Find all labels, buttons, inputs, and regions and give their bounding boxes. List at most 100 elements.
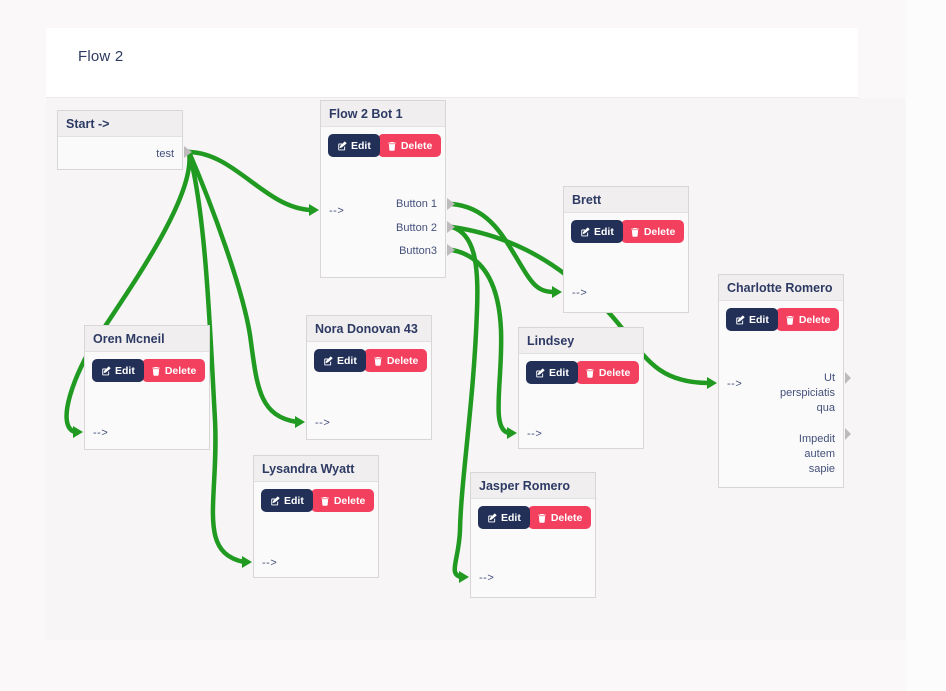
node-title[interactable]: Lysandra Wyatt <box>254 456 378 482</box>
output-port-ut-perspiciatis[interactable]: Ut perspiciatis qua <box>779 372 835 414</box>
edit-button-label: Edit <box>549 366 569 379</box>
delete-button-label: Delete <box>386 354 419 367</box>
node-oren-mcneil[interactable]: Oren Mcneil Edit Delete --> <box>84 325 210 450</box>
edit-button[interactable]: Edit <box>261 489 313 512</box>
input-port[interactable]: --> <box>479 572 495 584</box>
page-gutter <box>906 0 946 691</box>
input-port[interactable]: --> <box>572 287 588 299</box>
delete-button-label: Delete <box>333 494 366 507</box>
page-title: Flow 2 <box>78 48 124 65</box>
delete-button[interactable]: Delete <box>575 361 640 384</box>
output-port-icon[interactable] <box>184 146 192 158</box>
arrowhead-icon <box>73 426 83 438</box>
delete-button[interactable]: Delete <box>620 220 685 243</box>
delete-button-label: Delete <box>798 313 831 326</box>
node-lysandra-wyatt[interactable]: Lysandra Wyatt Edit Delete --> <box>253 455 379 578</box>
edit-button-label: Edit <box>594 225 614 238</box>
arrowhead-icon <box>552 286 562 298</box>
node-charlotte-romero[interactable]: Charlotte Romero Edit Delete --> Ut pers… <box>718 274 844 488</box>
edit-button[interactable]: Edit <box>526 361 578 384</box>
trash-icon <box>152 366 160 376</box>
node-brett[interactable]: Brett Edit Delete --> <box>563 186 689 313</box>
edit-button-label: Edit <box>284 494 304 507</box>
output-port-button-3[interactable]: Button3 <box>399 245 437 257</box>
output-port-button-2[interactable]: Button 2 <box>396 222 437 234</box>
edge-start-to-nora[interactable] <box>186 149 300 425</box>
arrowhead-icon <box>295 416 305 428</box>
edit-button-label: Edit <box>351 139 371 152</box>
node-title[interactable]: Jasper Romero <box>471 473 595 499</box>
input-port[interactable]: --> <box>329 205 345 217</box>
delete-button-label: Delete <box>164 364 197 377</box>
delete-button[interactable]: Delete <box>363 349 428 372</box>
delete-button[interactable]: Delete <box>377 134 442 157</box>
trash-icon <box>388 141 396 151</box>
pencil-icon <box>102 366 111 375</box>
pencil-icon <box>536 368 545 377</box>
trash-icon <box>631 227 639 237</box>
node-flow-2-bot-1[interactable]: Flow 2 Bot 1 Edit Delete --> Button 1 Bu… <box>320 100 446 278</box>
input-port[interactable]: --> <box>315 417 331 429</box>
node-title[interactable]: Flow 2 Bot 1 <box>321 101 445 127</box>
pencil-icon <box>338 141 347 150</box>
output-port-icon[interactable] <box>845 372 851 384</box>
edit-button[interactable]: Edit <box>92 359 144 382</box>
pencil-icon <box>324 356 333 365</box>
edit-button-label: Edit <box>501 511 521 524</box>
node-title[interactable]: Lindsey <box>519 328 643 354</box>
delete-button[interactable]: Delete <box>310 489 375 512</box>
node-title[interactable]: Start -> <box>58 111 182 137</box>
edit-button-label: Edit <box>337 354 357 367</box>
input-port[interactable]: --> <box>262 557 278 569</box>
node-start[interactable]: Start -> test <box>57 110 183 170</box>
arrowhead-icon <box>707 377 717 389</box>
arrowhead-icon <box>309 204 319 216</box>
trash-icon <box>374 356 382 366</box>
arrowhead-icon <box>459 571 469 583</box>
edit-button-label: Edit <box>749 313 769 326</box>
pencil-icon <box>736 315 745 324</box>
arrowhead-icon <box>242 556 252 568</box>
node-jasper-romero[interactable]: Jasper Romero Edit Delete --> <box>470 472 596 598</box>
node-title[interactable]: Brett <box>564 187 688 213</box>
edge-start-to-bot[interactable] <box>186 149 314 213</box>
edge-start-to-lysandra[interactable] <box>186 149 247 565</box>
delete-button[interactable]: Delete <box>775 308 840 331</box>
output-port-icon[interactable] <box>845 428 851 440</box>
pencil-icon <box>271 496 280 505</box>
node-nora-donovan-43[interactable]: Nora Donovan 43 Edit Delete --> <box>306 315 432 440</box>
trash-icon <box>538 513 546 523</box>
node-title[interactable]: Oren Mcneil <box>85 326 209 352</box>
output-port-impedit-autem[interactable]: Impedit autem sapie <box>798 433 835 475</box>
node-lindsey[interactable]: Lindsey Edit Delete --> <box>518 327 644 449</box>
edit-button[interactable]: Edit <box>571 220 623 243</box>
output-port-test[interactable]: test <box>156 148 174 160</box>
input-port[interactable]: --> <box>527 428 543 440</box>
delete-button-label: Delete <box>550 511 583 524</box>
edit-button-label: Edit <box>115 364 135 377</box>
edge-button3-to-lindsey[interactable] <box>449 247 512 436</box>
edit-button[interactable]: Edit <box>478 506 530 529</box>
pencil-icon <box>581 227 590 236</box>
delete-button-label: Delete <box>598 366 631 379</box>
trash-icon <box>786 315 794 325</box>
delete-button[interactable]: Delete <box>141 359 206 382</box>
edit-button[interactable]: Edit <box>328 134 380 157</box>
delete-button[interactable]: Delete <box>527 506 592 529</box>
input-port[interactable]: --> <box>727 378 743 390</box>
output-port-button-1[interactable]: Button 1 <box>396 198 437 210</box>
input-port[interactable]: --> <box>93 427 109 439</box>
output-port-icon[interactable] <box>447 244 455 256</box>
edge-button1-to-brett[interactable] <box>449 201 557 295</box>
trash-icon <box>321 496 329 506</box>
arrowhead-icon <box>507 427 517 439</box>
trash-icon <box>586 368 594 378</box>
node-title[interactable]: Charlotte Romero <box>719 275 843 301</box>
delete-button-label: Delete <box>400 139 433 152</box>
edit-button[interactable]: Edit <box>314 349 366 372</box>
edit-button[interactable]: Edit <box>726 308 778 331</box>
flow-title-bar: Flow 2 <box>46 28 858 98</box>
output-port-icon[interactable] <box>447 198 455 210</box>
output-port-icon[interactable] <box>447 221 455 233</box>
node-title[interactable]: Nora Donovan 43 <box>307 316 431 342</box>
